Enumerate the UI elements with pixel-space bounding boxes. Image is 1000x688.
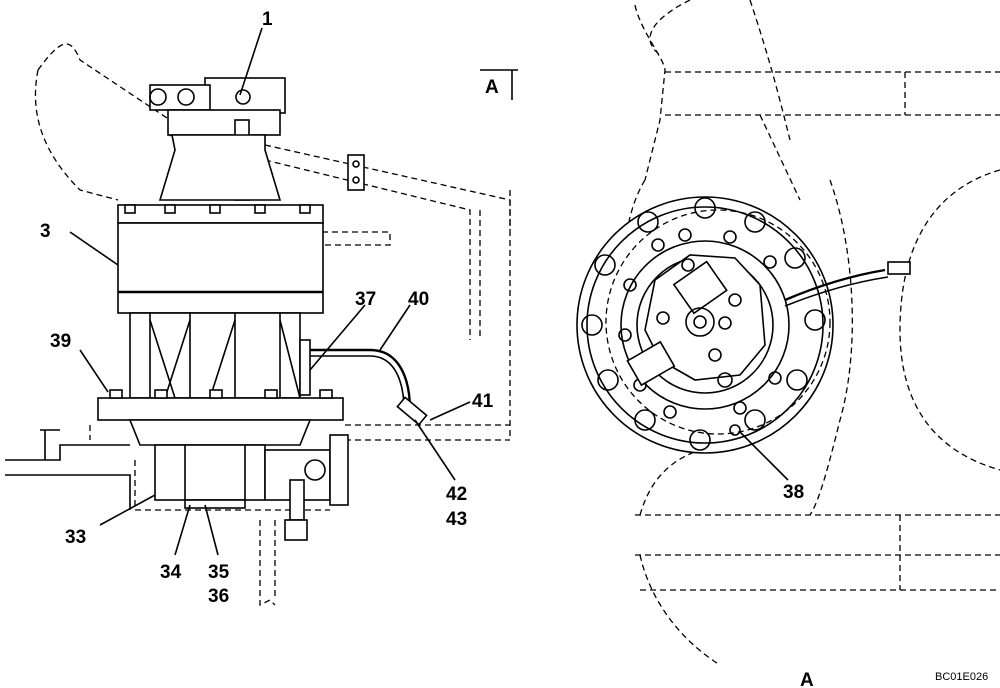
callout-41: 41 xyxy=(472,391,494,412)
callout-39: 39 xyxy=(50,331,71,352)
drawing-reference: BC01E026 xyxy=(935,671,988,683)
callout-38: 38 xyxy=(783,482,804,503)
callout-36: 36 xyxy=(208,586,229,607)
bolt-heads-top xyxy=(124,204,311,214)
flange-bolt-ring xyxy=(581,197,826,451)
callout-33: 33 xyxy=(65,527,86,548)
callout-3: 3 xyxy=(40,221,51,242)
callout-42: 42 xyxy=(446,484,467,505)
flange-bolts xyxy=(109,389,333,399)
view-marker-top-text: A xyxy=(485,77,499,98)
view-a: 38 A BC01E026 xyxy=(576,0,1000,688)
callout-35: 35 xyxy=(208,562,230,583)
callout-34: 34 xyxy=(160,562,182,583)
callout-37: 37 xyxy=(355,289,376,310)
view-marker-a: A xyxy=(480,69,518,100)
callout-40: 40 xyxy=(408,289,429,310)
callout-43: 43 xyxy=(446,509,467,530)
view-label-bottom: A xyxy=(800,670,814,688)
side-view: A 1 3 37 40 39 41 42 43 33 34 35 36 xyxy=(5,9,518,607)
callout-1: 1 xyxy=(262,9,273,30)
